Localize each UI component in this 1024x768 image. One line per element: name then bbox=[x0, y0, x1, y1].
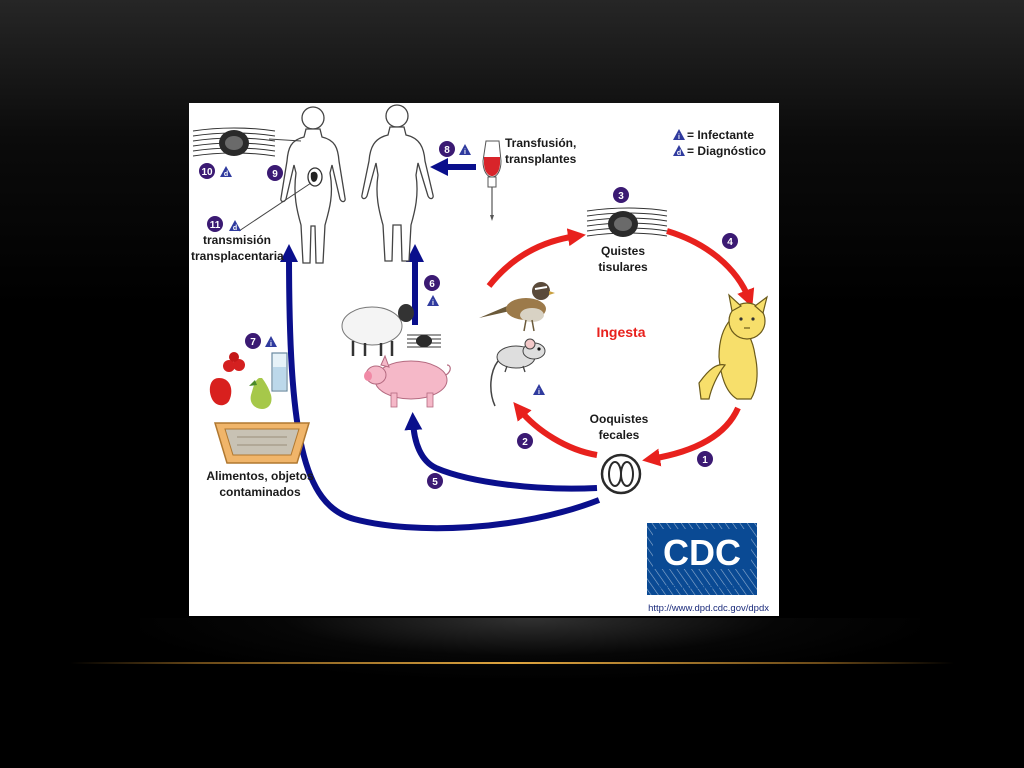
diagnostic-stage-icon: d bbox=[220, 166, 232, 178]
svg-text:i: i bbox=[270, 341, 272, 348]
human-figure-pregnant bbox=[280, 106, 346, 264]
tissue-cyst-muscle-icon bbox=[586, 207, 668, 237]
litter-box-icon bbox=[213, 422, 311, 464]
strawberry-icon bbox=[223, 360, 235, 372]
legend-diagnostic-icon: d bbox=[673, 145, 685, 157]
svg-text:d: d bbox=[233, 225, 237, 232]
slide-floor-glow bbox=[140, 618, 920, 678]
source-url: http://www.dpd.cdc.gov/dpdx bbox=[648, 603, 769, 614]
legend-diagnostic-label: = Diagnóstico bbox=[687, 144, 766, 158]
blue-arrows bbox=[280, 158, 601, 532]
contaminated-food-label-line2: contaminados bbox=[219, 485, 301, 499]
svg-text:4: 4 bbox=[727, 237, 733, 248]
rat-icon bbox=[490, 338, 546, 407]
svg-text:2: 2 bbox=[522, 437, 528, 448]
fecal-oocysts-label-line2: fecales bbox=[599, 428, 640, 442]
step-badge-3: 3 bbox=[613, 187, 629, 203]
step-badge-10: 10 bbox=[199, 163, 215, 179]
svg-text:7: 7 bbox=[250, 337, 256, 348]
transplacental-label-line2: transplacentaria bbox=[191, 249, 284, 263]
svg-text:10: 10 bbox=[201, 167, 213, 178]
legend-infective-icon: i bbox=[673, 129, 685, 141]
infective-stage-icon: i bbox=[459, 144, 471, 156]
transplacental-label-line1: transmisión bbox=[203, 233, 271, 247]
life-cycle-diagram: 1 2 3 4 5 bbox=[191, 104, 769, 614]
tissue-cyst-small-icon bbox=[407, 334, 441, 348]
legend: i = Infectante d = Diagnóstico bbox=[673, 128, 766, 158]
diagnostic-stage-icon: d bbox=[229, 220, 241, 232]
svg-text:d: d bbox=[224, 171, 228, 178]
infective-stage-icon: i bbox=[427, 295, 439, 307]
svg-text:i: i bbox=[678, 134, 680, 141]
arrow-cat-to-oocysts bbox=[642, 406, 741, 467]
svg-text:1: 1 bbox=[702, 455, 708, 466]
svg-text:11: 11 bbox=[210, 220, 221, 231]
legend-infective-label: = Infectante bbox=[687, 128, 754, 142]
svg-text:9: 9 bbox=[272, 169, 278, 180]
infective-stage-icon: i bbox=[265, 336, 277, 348]
step-badge-4: 4 bbox=[722, 233, 738, 249]
svg-text:3: 3 bbox=[618, 191, 624, 202]
step-badge-1: 1 bbox=[697, 451, 713, 467]
step-badge-5: 5 bbox=[427, 473, 443, 489]
svg-text:i: i bbox=[432, 300, 434, 307]
slide-gold-divider bbox=[70, 662, 954, 664]
step-badge-6: 6 bbox=[424, 275, 440, 291]
arrow-birds-to-tissue-cysts bbox=[486, 228, 586, 288]
contaminated-food-label-line1: Alimentos, objetos bbox=[206, 469, 314, 483]
arrow-cysts-to-cat bbox=[666, 228, 755, 308]
arrow-oocysts-to-human bbox=[280, 244, 601, 532]
pear-icon bbox=[250, 378, 272, 409]
fecal-oocysts-label-line1: Ooquistes bbox=[590, 412, 649, 426]
cdc-logo: CDC SAFER • HEALTHIER • PEOPLE™ bbox=[647, 523, 757, 595]
step-badge-9: 9 bbox=[267, 165, 283, 181]
cdc-logo-text: CDC bbox=[663, 532, 741, 573]
muscle-pointer-line bbox=[268, 138, 302, 142]
tissue-cyst-muscle-icon-left bbox=[192, 127, 276, 157]
svg-text:5: 5 bbox=[432, 477, 438, 488]
pig-icon bbox=[364, 354, 451, 408]
svg-text:d: d bbox=[677, 150, 681, 157]
human-figure bbox=[361, 104, 434, 262]
step-badges: 1 2 3 4 5 bbox=[199, 141, 738, 489]
cat-icon bbox=[698, 293, 768, 400]
svg-text:i: i bbox=[464, 149, 466, 156]
arrow-oocysts-to-pig bbox=[404, 412, 598, 492]
svg-text:6: 6 bbox=[429, 279, 435, 290]
bird-icon bbox=[479, 282, 555, 332]
toxoplasma-life-cycle-figure: 1 2 3 4 5 bbox=[189, 103, 779, 616]
placenta-pointer-line bbox=[238, 182, 312, 232]
step-badge-7: 7 bbox=[245, 333, 261, 349]
transfusion-label-line1: Transfusión, bbox=[505, 136, 576, 150]
svg-text:i: i bbox=[538, 389, 540, 396]
red-arrows bbox=[486, 228, 755, 467]
step-badge-2: 2 bbox=[517, 433, 533, 449]
step-badge-8: 8 bbox=[439, 141, 455, 157]
infective-stage-icon: i bbox=[533, 384, 545, 396]
tissue-cysts-label-line2: tisulares bbox=[598, 260, 648, 274]
sheep-icon bbox=[341, 304, 414, 356]
transfusion-label-line2: transplantes bbox=[505, 152, 577, 166]
contaminated-food-icons bbox=[209, 352, 288, 409]
step-badge-11: 11 bbox=[207, 216, 223, 232]
ingestion-label: Ingesta bbox=[596, 324, 645, 340]
cdc-tagline: SAFER • HEALTHIER • PEOPLE™ bbox=[658, 585, 745, 591]
oocyst-icon bbox=[600, 453, 642, 495]
svg-text:8: 8 bbox=[444, 145, 450, 156]
tissue-cysts-label-line1: Quistes bbox=[601, 244, 645, 258]
blood-bag-icon bbox=[482, 140, 502, 221]
stage-markers: d d i i i i bbox=[220, 144, 545, 396]
arrow-oocysts-to-rodents bbox=[513, 402, 598, 458]
apple-icon bbox=[209, 378, 232, 406]
